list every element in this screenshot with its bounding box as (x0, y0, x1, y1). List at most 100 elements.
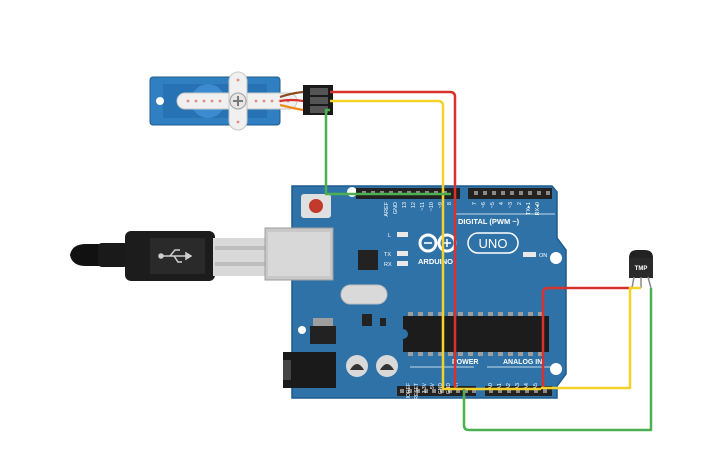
wire-yellow-servo[interactable] (330, 99, 541, 391)
header-hole[interactable] (543, 389, 547, 393)
wire-green-servo[interactable] (324, 108, 451, 196)
wire-red-servo[interactable] (330, 90, 457, 389)
pin-label: Vin (454, 383, 460, 390)
header-hole[interactable] (483, 191, 487, 195)
pin-label: TX▸1 (526, 202, 532, 215)
pin-label: A3 (515, 383, 521, 390)
header-hole[interactable] (474, 191, 478, 195)
pin-label: 3.3V (422, 382, 428, 393)
mount-hole (347, 187, 357, 197)
mount-hole (550, 252, 562, 264)
header-hole[interactable] (440, 389, 444, 393)
led-on: ON (523, 252, 547, 259)
voltage-regulator (310, 318, 336, 344)
dc-power-jack[interactable] (283, 352, 336, 388)
svg-text:RX: RX (384, 262, 392, 268)
bottom-header-holes (400, 389, 547, 393)
header-hole[interactable] (464, 389, 468, 393)
small-chip (362, 314, 372, 326)
pin-label: ~9 (438, 202, 444, 208)
pin-label: ~6 (481, 202, 487, 208)
header-hole[interactable] (416, 389, 420, 393)
pin-label: GND (438, 383, 444, 395)
usb-symbol-icon (158, 249, 193, 263)
capacitor (346, 355, 368, 377)
header-hole[interactable] (516, 389, 520, 393)
power-header[interactable] (397, 386, 476, 396)
svg-text:ON: ON (539, 253, 547, 259)
header-hole[interactable] (501, 191, 505, 195)
pin-label: A0 (488, 383, 494, 390)
pin-label: ~5 (490, 202, 496, 208)
uno-badge: UNO (467, 232, 519, 254)
pin-label: 8 (447, 202, 453, 205)
svg-text:UNO: UNO (479, 236, 508, 251)
led-rx: RX (384, 261, 408, 268)
header-hole[interactable] (525, 389, 529, 393)
pin-label: A4 (524, 383, 530, 390)
pin-label: 2 (517, 202, 523, 205)
pin-label: 5V (430, 382, 436, 389)
header-hole[interactable] (408, 389, 412, 393)
servo-horn[interactable] (176, 71, 298, 131)
pin-label: 12 (411, 202, 417, 208)
header-hole[interactable] (472, 389, 476, 393)
pin-label: ~10 (429, 202, 435, 211)
sensor-label: TMP (635, 266, 648, 272)
capacitor (376, 355, 398, 377)
wire-green-sensor[interactable] (462, 288, 653, 432)
pin-label: 7 (472, 202, 478, 205)
pin-label: A1 (497, 383, 503, 390)
pin-label: GND (393, 202, 399, 214)
servo-leads (279, 90, 304, 112)
header-hole[interactable] (424, 389, 428, 393)
pin-label: 4 (499, 202, 505, 205)
analog-label: ANALOG IN (503, 359, 542, 366)
header-hole[interactable] (507, 389, 511, 393)
pin-label: IOREF (406, 383, 412, 398)
svg-text:TX: TX (384, 252, 391, 258)
header-hole[interactable] (537, 191, 541, 195)
servo-motor[interactable] (149, 71, 333, 131)
header-hole[interactable] (510, 191, 514, 195)
temperature-sensor[interactable]: TMP (629, 250, 653, 289)
power-label: POWER (452, 359, 478, 366)
header-hole[interactable] (448, 389, 452, 393)
reset-button[interactable] (301, 194, 331, 218)
pin-label: RESET (414, 383, 420, 400)
crystal-oscillator (340, 284, 388, 305)
usb-chip (358, 250, 378, 270)
header-hole[interactable] (546, 191, 550, 195)
header-hole[interactable] (492, 191, 496, 195)
pin-label: RX◂0 (535, 202, 541, 215)
pin-label: AREF (384, 201, 390, 216)
wire-red-sensor[interactable] (541, 286, 632, 389)
wire-yellow-sensor[interactable] (541, 286, 641, 390)
header-hole[interactable] (519, 191, 523, 195)
pin-label: 13 (402, 202, 408, 208)
header-hole[interactable] (498, 389, 502, 393)
header-hole[interactable] (489, 389, 493, 393)
header-hole[interactable] (456, 389, 460, 393)
header-hole[interactable] (534, 389, 538, 393)
mount-hole (298, 326, 306, 334)
pin-label: ~11 (420, 202, 426, 211)
svg-text:L: L (388, 233, 391, 239)
brand-label: ARDUINO (418, 257, 453, 266)
led-l: L (388, 232, 408, 239)
digital-label: DIGITAL (PWM ~) (458, 217, 520, 226)
header-hole[interactable] (400, 389, 404, 393)
microcontroller-chip (403, 312, 549, 356)
pin-label: A2 (506, 383, 512, 390)
led-tx: TX (384, 251, 408, 258)
pin-label: ~3 (508, 202, 514, 208)
header-hole[interactable] (432, 389, 436, 393)
usb-cable[interactable] (70, 231, 268, 281)
mount-hole (550, 363, 562, 375)
pin-label: A5 (533, 383, 539, 390)
header-hole[interactable] (528, 191, 532, 195)
